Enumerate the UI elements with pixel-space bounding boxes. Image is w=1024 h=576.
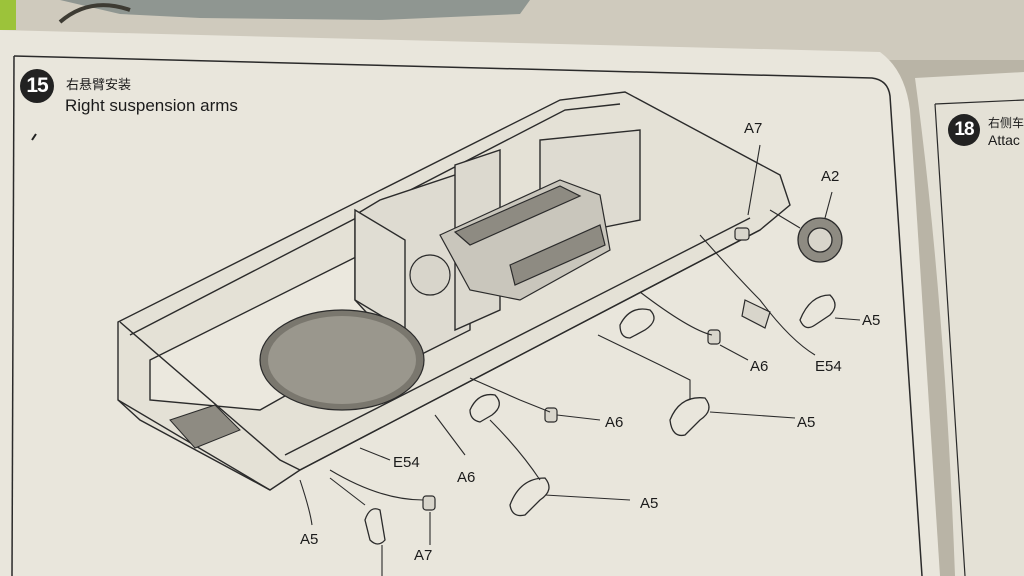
part-label-a5-left: A5 <box>300 531 319 548</box>
part-label-a6-left: A6 <box>457 469 476 486</box>
metal-part-top <box>60 0 530 20</box>
step-title-cn: 右悬臂安装 <box>66 77 132 92</box>
part-label-a5-right: A5 <box>862 312 881 329</box>
part-label-a6-mid: A6 <box>605 414 624 431</box>
part-label-e54-left: E54 <box>393 454 420 471</box>
engine-drawing <box>409 179 611 301</box>
next-page <box>915 72 1024 576</box>
part-label-a7-bottom: A7 <box>414 547 433 564</box>
small-parts <box>422 227 771 511</box>
next-step-number-badge: 18 <box>948 114 980 146</box>
green-sprue <box>0 0 16 30</box>
part-label-a5-bottom: A5 <box>640 495 659 512</box>
next-step-title-cn: 右侧车 <box>988 116 1024 130</box>
ring-part <box>58 3 131 24</box>
leader-lines <box>299 144 861 576</box>
part-label-a7-top: A7 <box>744 120 763 137</box>
next-step-title-en: Attac <box>988 132 1020 148</box>
part-label-e54-right: E54 <box>815 358 842 375</box>
suspension-arm-parts <box>364 294 836 545</box>
rear-grille <box>169 404 241 449</box>
sprocket-part <box>797 217 843 263</box>
part-label-a2: A2 <box>821 168 840 185</box>
step-frame <box>13 55 923 576</box>
pen-mark <box>31 133 37 141</box>
floor-mesh-inner <box>268 316 416 404</box>
step-frame-left <box>11 55 15 576</box>
next-step-frame <box>934 99 1024 576</box>
part-label-a6-right: A6 <box>750 358 769 375</box>
step-title-en: Right suspension arms <box>65 96 238 115</box>
step-number-badge: 15 <box>20 69 54 103</box>
part-label-a5-mid: A5 <box>797 414 816 431</box>
